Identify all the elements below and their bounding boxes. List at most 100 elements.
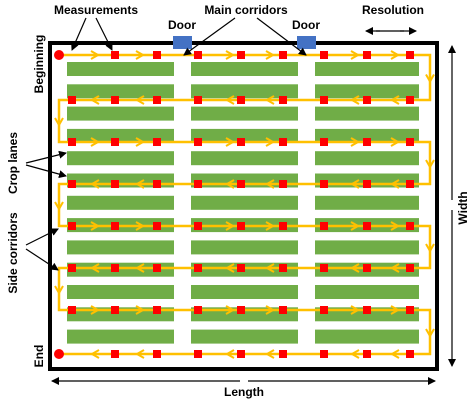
measurement-point-icon [320,96,328,104]
measurement-point-icon [194,264,202,272]
measurement-point-icon [111,180,119,188]
route-direction-icon [225,221,236,231]
route-turn-icon [54,285,64,296]
side-corridors-arrow-top [25,228,59,246]
route-direction-icon [389,95,400,105]
crop-lane [191,195,298,210]
route-direction-icon [389,179,400,189]
crop-lane [191,106,298,121]
crop-lanes-label: Crop lanes [6,132,20,194]
measurement-point-icon [111,138,119,146]
route-direction-icon [390,221,401,231]
main-corridors-label: Main corridors [204,3,288,17]
crop-lane [67,329,174,344]
route-direction-icon [350,305,361,315]
crop-lane [67,195,174,210]
route-direction-icon [349,263,360,273]
measurement-point-icon [406,138,414,146]
measurement-point-icon [237,180,245,188]
main-corridors-arrow-left [183,17,236,56]
route-direction-icon [135,221,146,231]
measurement-point-icon [111,222,119,230]
route-direction-icon [265,221,276,231]
measurement-point-icon [279,350,287,358]
measurement-point-icon [194,138,202,146]
measurement-point-icon [279,306,287,314]
measurement-point-icon [363,96,371,104]
route-direction-icon [135,50,146,60]
measurement-point-icon [320,180,328,188]
measurement-point-icon [111,350,119,358]
crop-lane [191,285,298,299]
measurement-point-icon [237,222,245,230]
route-direction-icon [135,137,146,147]
measurement-point-icon [68,222,76,230]
measurement-point-icon [194,180,202,188]
annotation-arrows [25,17,307,271]
route-direction-icon [135,305,146,315]
crop-lane [191,62,298,76]
route-direction-icon [224,179,235,189]
crop-lane [315,62,419,76]
measurement-point-icon [237,96,245,104]
measurement-point-icon [363,350,371,358]
measurement-point-icon [279,222,287,230]
measurement-point-icon [406,306,414,314]
measurement-point-icon [153,96,161,104]
measurement-point-icon [153,138,161,146]
measurement-point-icon [237,138,245,146]
measurement-point-icon [320,264,328,272]
crop-lanes-arrow-bottom [25,164,67,179]
measurement-point-icon [320,350,328,358]
route-direction-icon [389,263,400,273]
measurement-point-icon [237,264,245,272]
crop-lane [315,240,419,255]
side-corridors-arrow-bottom [25,248,59,271]
measurement-point-icon [68,138,76,146]
measurement-point-icon [279,264,287,272]
route-direction-icon [264,95,275,105]
measurement-point-icon [68,306,76,314]
crop-lane [315,106,419,121]
crop-lane [315,84,419,99]
crop-lane [315,285,419,299]
route-direction-icon [134,95,145,105]
crop-lane [191,128,298,143]
route-direction-icon [90,50,101,60]
measurement-point-icon [320,51,328,59]
side-corridors-label: Side corridors [6,212,20,294]
measurement-point-icon [153,180,161,188]
crop-lanes-arrow-top [25,150,67,164]
measurement-point-icon [153,264,161,272]
crop-lane [191,151,298,166]
start-marker-icon [54,50,64,60]
route-direction-icon [349,349,360,359]
measurement-point-icon [406,264,414,272]
measurement-point-icon [363,306,371,314]
route-direction-icon [264,263,275,273]
measurement-point-icon [363,180,371,188]
measurement-point-icon [111,51,119,59]
measurement-point-icon [279,51,287,59]
measurement-point-icon [406,180,414,188]
route-direction-icon [225,137,236,147]
route-direction-icon [90,137,101,147]
route-turn-icon [425,159,435,170]
route-direction-icon [225,305,236,315]
crop-lane [191,84,298,99]
crop-lane [315,151,419,166]
measurements-label: Measurements [54,3,138,17]
measurement-point-icon [68,264,76,272]
measurement-point-icon [320,138,328,146]
beginning-label: Beginning [32,35,46,94]
route-direction-icon [390,305,401,315]
route-turn-icon [54,201,64,212]
measurement-point-icon [153,350,161,358]
length-label: Length [224,385,264,399]
measurement-point-icon [194,350,202,358]
measurement-point-icon [68,96,76,104]
measurement-point-icon [279,96,287,104]
crop-lane [315,195,419,210]
route-direction-icon [224,263,235,273]
measurement-point-icon [237,306,245,314]
